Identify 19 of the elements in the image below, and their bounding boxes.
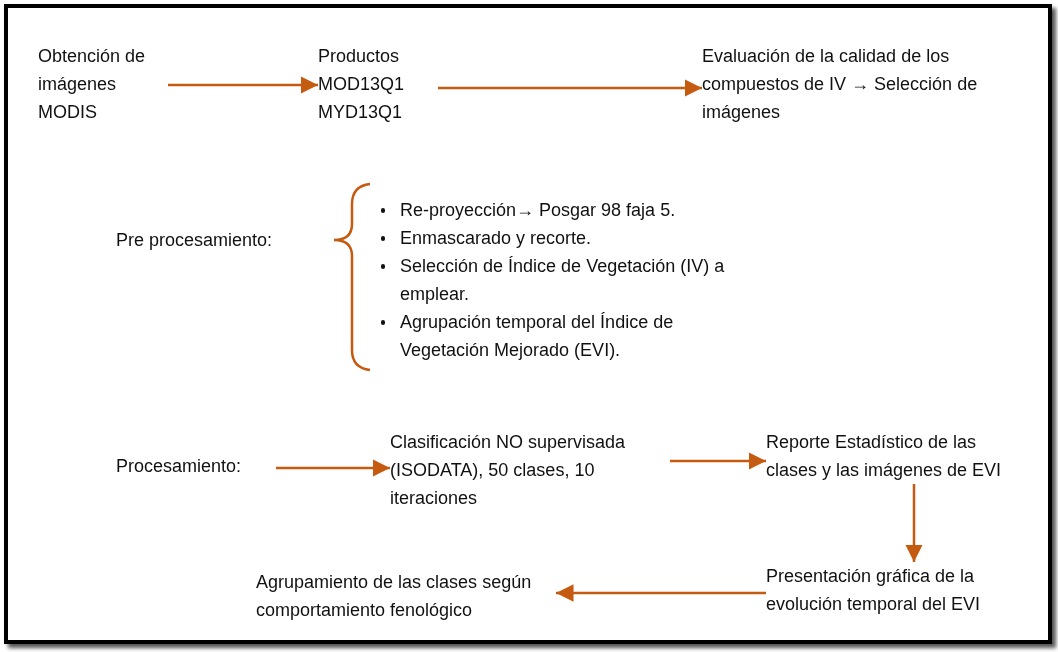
arrow (670, 452, 766, 470)
step-text: Productos MOD13Q1 MYD13Q1 (318, 42, 438, 126)
section-label: Procesamiento: (116, 452, 276, 480)
bullet-item: Selección de Índice de Vegetación (IV) a emplear. (400, 252, 760, 308)
arrow (168, 76, 318, 94)
arrow (276, 459, 390, 477)
arrow (905, 484, 923, 562)
step-text: Agrupamiento de las clases según comportamiento fenológico (256, 568, 556, 624)
bullet-item: Agrupación temporal del Índice de Vegetación Mejorado (EVI). (400, 308, 760, 364)
section-label: Pre procesamiento: (116, 226, 291, 254)
bullet-item: Re-proyección→ Posgar 98 faja 5. (400, 196, 760, 224)
arrow (438, 79, 702, 97)
arrow (556, 584, 766, 602)
step-text: Obtención de imágenes MODIS (38, 42, 168, 126)
bullet-item: Enmascarado y recorte. (400, 224, 760, 252)
step-text: Evaluación de la calidad de los compuestos de IV → Selección de imágenes (702, 42, 1032, 126)
step-text: Clasificación NO supervisada (ISODATA), 50 clases, 10 iteraciones (390, 428, 670, 512)
step-text: Reporte Estadístico de las clases y las imágenes de EVI (766, 428, 1021, 484)
step-text: Presentación gráfica de la evolución temporal del EVI (766, 562, 1021, 618)
